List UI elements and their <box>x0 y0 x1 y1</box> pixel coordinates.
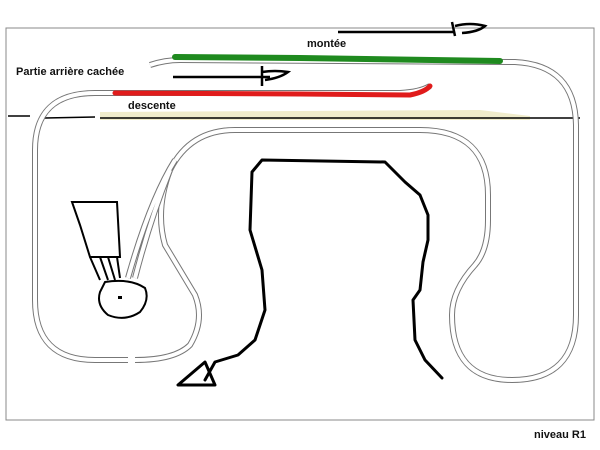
label-hidden-section: Partie arrière cachée <box>16 66 125 78</box>
freehand-arrowhead <box>176 360 217 387</box>
freehand-route <box>203 158 444 382</box>
turntable <box>98 279 148 319</box>
hidden-zone-line <box>8 115 580 119</box>
turntable-pivot <box>118 296 122 299</box>
label-descente: descente <box>128 100 176 112</box>
arrow-right-icon <box>173 66 292 86</box>
roundhouse <box>70 201 122 281</box>
arrow-right-icon <box>338 21 488 37</box>
label-montee: montée <box>307 38 347 50</box>
label-level: niveau R1 <box>534 429 586 441</box>
montee-highlight <box>172 54 503 64</box>
track-main <box>32 56 579 384</box>
layout-border <box>5 27 595 421</box>
descente-highlight <box>112 83 433 98</box>
